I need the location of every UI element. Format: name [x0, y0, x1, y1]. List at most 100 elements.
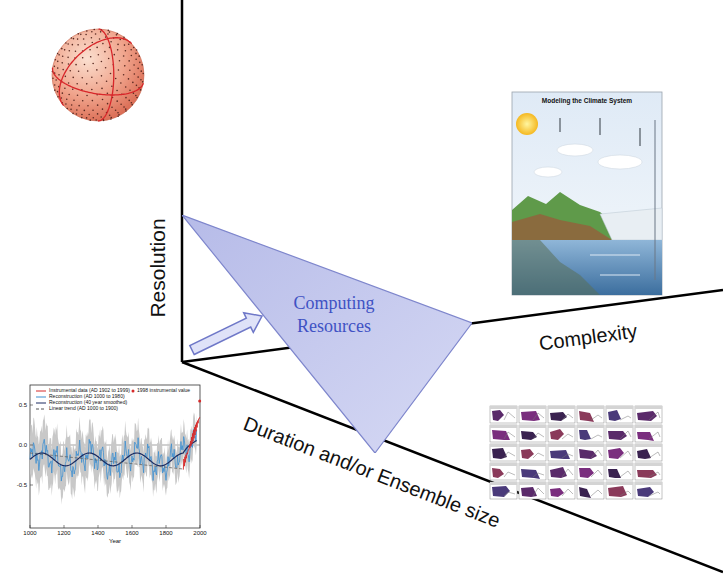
grid-point — [86, 83, 88, 85]
grid-point — [140, 79, 142, 81]
panel-header — [548, 482, 575, 485]
grid-point — [99, 38, 101, 40]
grid-point — [72, 113, 74, 115]
panel-frame — [519, 463, 546, 480]
forecast-trace — [533, 413, 544, 420]
grid-point — [123, 106, 125, 108]
grid-point — [128, 78, 130, 80]
plot-legend-entry: Reconstruction (AD 1000 to 1980) — [49, 394, 125, 400]
grid-point — [61, 62, 63, 64]
grid-point — [95, 33, 97, 35]
grid-point — [77, 38, 79, 40]
grid-point — [73, 100, 75, 102]
grid-point — [68, 94, 70, 96]
forecast-trace — [562, 489, 573, 496]
grid-point — [115, 78, 117, 80]
panel-frame — [548, 444, 575, 461]
grid-point — [118, 114, 120, 116]
panel-header — [577, 463, 604, 466]
forecast-field — [550, 467, 567, 478]
computing-resources-triangle: Computing Resources — [182, 215, 472, 453]
panel-frame — [548, 425, 575, 442]
plot-legend-entry: Linear trend (AD 1000 to 1900) — [49, 406, 118, 412]
forecast-field — [608, 469, 621, 478]
trend-line — [30, 453, 183, 469]
grid-point — [68, 82, 70, 84]
grid-point — [77, 94, 79, 96]
panel-header — [519, 425, 546, 428]
forecast-panel — [548, 425, 575, 442]
grid-point — [93, 29, 95, 31]
grid-point — [69, 50, 71, 52]
ocean — [512, 240, 662, 295]
grid-point — [67, 57, 69, 59]
forecast-trace — [591, 490, 602, 496]
grid-point — [142, 81, 144, 83]
grid-point — [65, 42, 67, 44]
growth-arrow — [190, 313, 262, 355]
grid-point — [139, 62, 141, 64]
forecast-panel — [548, 406, 575, 423]
forecast-panel — [490, 406, 517, 423]
grid-point — [116, 34, 118, 36]
panel-frame — [635, 463, 662, 480]
grid-point — [133, 47, 135, 49]
forecast-panel — [635, 425, 662, 442]
grid-point — [86, 95, 88, 97]
forecast-panel — [606, 406, 633, 423]
forecast-field — [492, 448, 507, 459]
panel-header — [606, 463, 633, 466]
forecast-field — [579, 487, 591, 498]
forecast-field — [637, 449, 651, 459]
grid-point — [72, 77, 74, 79]
panel-frame — [635, 425, 662, 442]
forecast-field — [492, 486, 510, 497]
panel-frame — [519, 444, 546, 461]
forecast-panel — [577, 425, 604, 442]
grid-point — [80, 34, 82, 36]
forecast-field — [521, 411, 540, 421]
triangle-shape — [182, 215, 472, 453]
grid-point — [66, 99, 68, 101]
grid-point — [140, 70, 142, 72]
cloud — [557, 144, 593, 156]
forecast-field — [492, 410, 504, 421]
panel-header — [548, 463, 575, 466]
grid-point — [120, 103, 122, 105]
panel-frame — [548, 482, 575, 499]
grid-point — [81, 114, 83, 116]
forecast-trace — [620, 491, 631, 496]
grid-point — [125, 108, 127, 110]
grid-point — [91, 76, 93, 78]
tick-label: 2000 — [193, 530, 206, 537]
panel-header — [548, 425, 575, 428]
panel-header — [577, 425, 604, 428]
grid-point — [98, 54, 100, 56]
forecast-trace — [649, 432, 660, 439]
grid-point — [138, 55, 140, 57]
forecast-field — [492, 430, 510, 440]
legend-sample — [36, 403, 46, 404]
grid-point — [100, 116, 102, 118]
illustration-frame — [512, 92, 662, 295]
axis-label: Resolution — [146, 218, 169, 317]
grid-point — [118, 69, 120, 71]
panel-frame — [606, 482, 633, 499]
forecast-trace — [591, 450, 602, 458]
grid-point — [61, 97, 63, 99]
tick-label: 1000 — [23, 530, 36, 537]
panel-header — [490, 406, 517, 409]
grid-point — [119, 60, 121, 62]
forecast-panel — [490, 463, 517, 480]
grid-point — [102, 99, 104, 101]
grid-point — [82, 57, 84, 59]
grid-point — [58, 54, 60, 56]
grid-point — [57, 91, 59, 93]
forecast-field — [521, 487, 537, 497]
x-tick — [166, 525, 167, 528]
grid-point — [132, 82, 134, 84]
grid-point — [75, 64, 77, 66]
grid-point — [77, 33, 79, 35]
grid-point — [55, 59, 57, 61]
